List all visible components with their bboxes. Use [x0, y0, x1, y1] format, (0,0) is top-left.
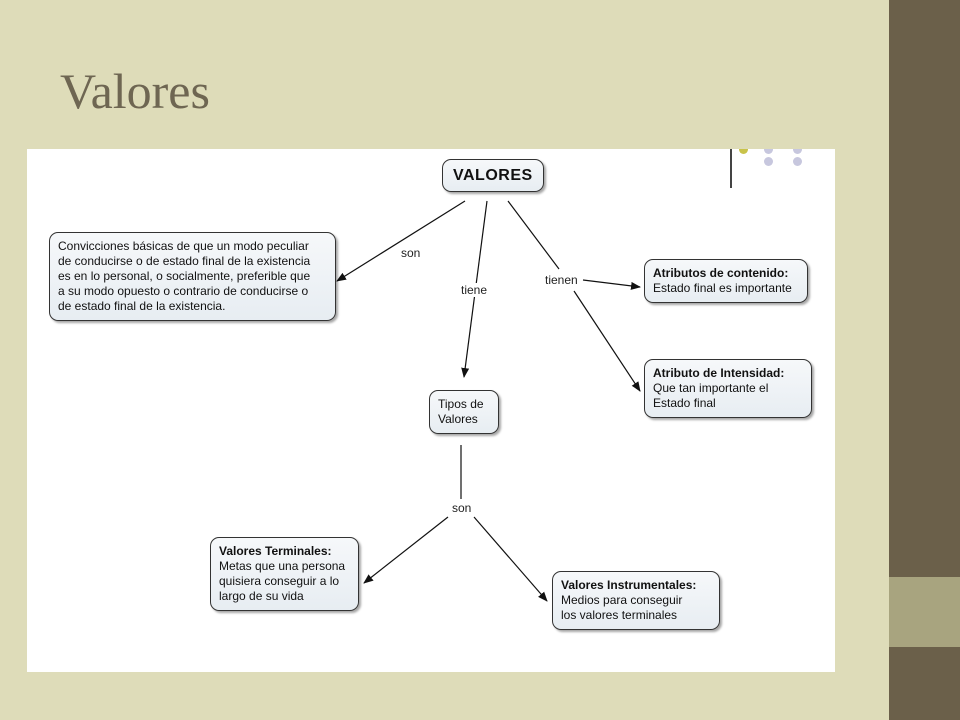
- content-attribute-node: Atributos de contenido: Estado final es …: [644, 259, 808, 303]
- content-attribute-title: Atributos de contenido:: [653, 266, 789, 280]
- link-label-tiene: tiene: [459, 283, 490, 297]
- edge-son-terminal: [363, 516, 449, 584]
- definition-line: de conducirse o de estado final de la ex…: [58, 254, 311, 268]
- root-node: VALORES: [442, 159, 544, 192]
- link-label-son-types: son: [450, 501, 474, 515]
- definition-line: de estado final de la existencia.: [58, 299, 226, 313]
- value-types-text: Valores: [438, 412, 478, 426]
- terminal-values-text: largo de su vida: [219, 589, 304, 603]
- edge-tienen-attr1: [582, 279, 641, 290]
- accent-block: [889, 577, 960, 647]
- instrumental-values-text: los valores terminales: [561, 608, 678, 622]
- intensity-attribute-text: Estado final: [653, 396, 716, 410]
- decorative-dot: [739, 149, 748, 154]
- terminal-values-node: Valores Terminales: Metas que una person…: [210, 537, 359, 611]
- instrumental-values-text: Medios para conseguir: [561, 593, 683, 607]
- edge-tienen-attr2: [573, 290, 641, 392]
- slide-title: Valores: [60, 63, 210, 119]
- decorative-dot: [764, 149, 773, 154]
- root-label: VALORES: [453, 167, 533, 184]
- concept-map: VALORES Convicciones básicas de que un m…: [27, 149, 835, 672]
- edge-root-tienen: [507, 200, 560, 270]
- content-attribute-text: Estado final es importante: [653, 281, 792, 295]
- definition-line: a su modo opuesto o contrario de conduci…: [58, 284, 309, 298]
- intensity-attribute-node: Atributo de Intensidad: Que tan importan…: [644, 359, 812, 418]
- edge-root-def: [336, 200, 466, 282]
- decorative-dot: [764, 157, 773, 166]
- accent-bar: [889, 0, 960, 720]
- definition-node: Convicciones básicas de que un modo pecu…: [49, 232, 336, 321]
- definition-line: es en lo personal, o socialmente, prefer…: [58, 269, 311, 283]
- decorative-line: [730, 149, 732, 188]
- link-label-son: son: [399, 246, 423, 260]
- value-types-text: Tipos de: [438, 397, 484, 411]
- terminal-values-text: Metas que una persona: [219, 559, 346, 573]
- value-types-node: Tipos de Valores: [429, 390, 499, 434]
- connector-lines: [336, 200, 641, 602]
- link-label-tienen: tienen: [543, 273, 580, 287]
- instrumental-values-title: Valores Instrumentales:: [561, 578, 697, 592]
- instrumental-values-node: Valores Instrumentales: Medios para cons…: [552, 571, 720, 630]
- intensity-attribute-text: Que tan importante el: [653, 381, 769, 395]
- intensity-attribute-title: Atributo de Intensidad:: [653, 366, 785, 380]
- decorative-dot: [793, 157, 802, 166]
- terminal-values-text: quisiera conseguir a lo: [219, 574, 340, 588]
- edge-son-instrumental: [473, 516, 548, 602]
- definition-line: Convicciones básicas de que un modo pecu…: [58, 239, 309, 253]
- terminal-values-title: Valores Terminales:: [219, 544, 332, 558]
- decorative-dot: [793, 149, 802, 154]
